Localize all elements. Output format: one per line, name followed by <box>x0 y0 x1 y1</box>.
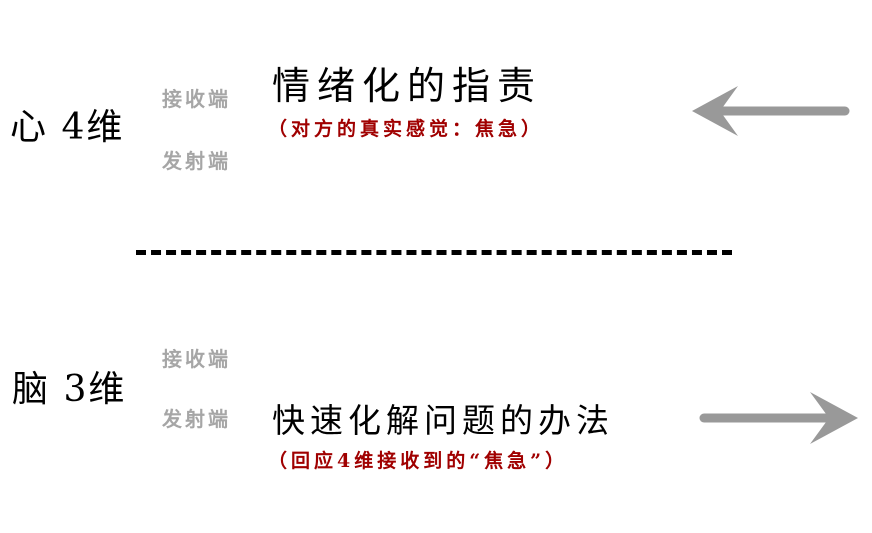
section-divider <box>136 250 732 255</box>
bottom-receiver-label: 接收端 <box>162 347 231 371</box>
bottom-sender-label: 发射端 <box>162 407 231 431</box>
top-receiver-label: 接收端 <box>162 87 231 111</box>
brain-3d-label: 脑 3维 <box>12 369 127 410</box>
emotional-accusation-text: 情绪化的指责 <box>272 64 543 108</box>
top-annotation: （对方的真实感觉：焦急） <box>268 118 545 140</box>
heart-4d-label: 心 4维 <box>10 107 125 148</box>
arrow-right-icon <box>696 390 862 446</box>
top-sender-label: 发射端 <box>162 149 231 173</box>
bottom-annotation: （回应4维接收到的“焦急”） <box>268 450 569 472</box>
arrow-left-icon <box>688 84 854 138</box>
quick-solution-text: 快速化解问题的办法 <box>272 401 614 440</box>
